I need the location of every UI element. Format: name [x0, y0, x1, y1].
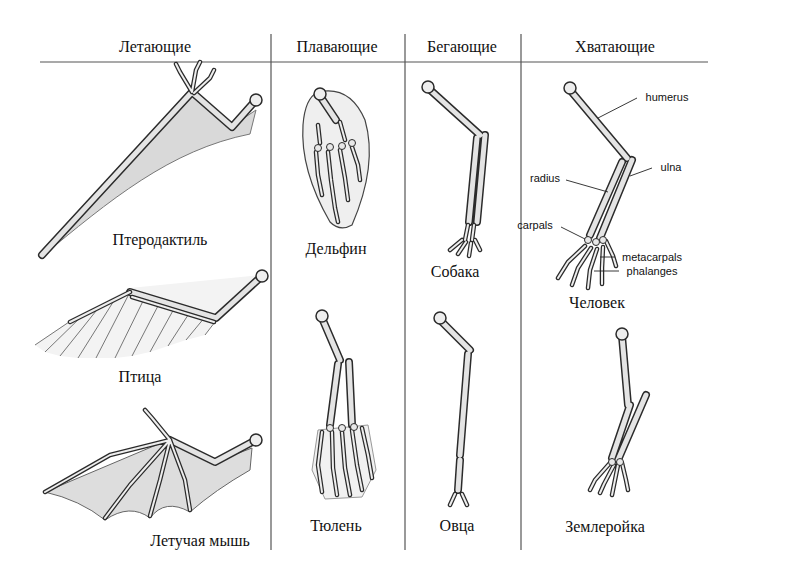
leader-line [566, 180, 608, 192]
bone-label: carpals [517, 219, 552, 232]
carpal [600, 237, 607, 244]
bone-head [564, 82, 576, 94]
carpal [609, 459, 616, 466]
bone-head [434, 312, 446, 324]
column-header: Летающие [119, 38, 191, 56]
bird-wing [35, 275, 262, 358]
header-rule [40, 61, 708, 62]
bone-label: radius [530, 172, 560, 185]
leader-line [630, 168, 652, 176]
bat-membrane [45, 440, 252, 520]
bone-fill [42, 88, 646, 490]
bone-label: phalanges [627, 265, 678, 278]
joint-heads [250, 81, 628, 446]
carpal [327, 425, 334, 432]
carpal [593, 239, 600, 246]
animal-name: Птица [119, 368, 162, 386]
bone-head [256, 270, 268, 282]
bone-fill [45, 62, 628, 518]
carpal [315, 145, 322, 152]
carpal [339, 425, 346, 432]
animal-name: Землеройка [565, 518, 645, 536]
leader-line [594, 271, 619, 272]
animal-name: Собака [431, 263, 480, 281]
leader-lines [561, 98, 652, 271]
carpal [327, 144, 334, 151]
bone-label: humerus [646, 91, 689, 104]
column-header: Плавающие [296, 38, 377, 56]
bones [42, 62, 646, 518]
carpal [617, 459, 624, 466]
bone-head [250, 94, 262, 106]
bone-head [616, 328, 628, 340]
animal-name: Овца [440, 517, 475, 535]
bone-head [422, 81, 434, 93]
bone-label: ulna [661, 161, 682, 174]
animal-name: Человек [569, 294, 625, 312]
bird-feathers [35, 292, 218, 358]
animal-name: Тюлень [310, 517, 361, 535]
carpal [349, 140, 356, 147]
column-rule [270, 34, 271, 550]
leader-line [561, 227, 585, 239]
animal-name: Птеродактиль [113, 231, 208, 249]
leader-line [600, 257, 615, 258]
bone-outline [42, 88, 646, 490]
carpal [585, 237, 592, 244]
column-header: Бегающие [427, 38, 497, 56]
bone-head [316, 310, 328, 322]
column-header: Хватающие [575, 38, 655, 56]
animal-name: Летучая мышь [150, 532, 250, 550]
animal-name: Дельфин [306, 240, 367, 258]
column-rule [404, 34, 405, 550]
table-rules [40, 34, 708, 550]
bone-outline [45, 62, 628, 518]
bone-label: metacarpals [622, 251, 682, 264]
carpal [351, 424, 358, 431]
leader-line [598, 98, 637, 118]
carpal [339, 143, 346, 150]
column-rule [520, 34, 521, 550]
bone-head [314, 88, 326, 100]
bone-head [250, 434, 262, 446]
